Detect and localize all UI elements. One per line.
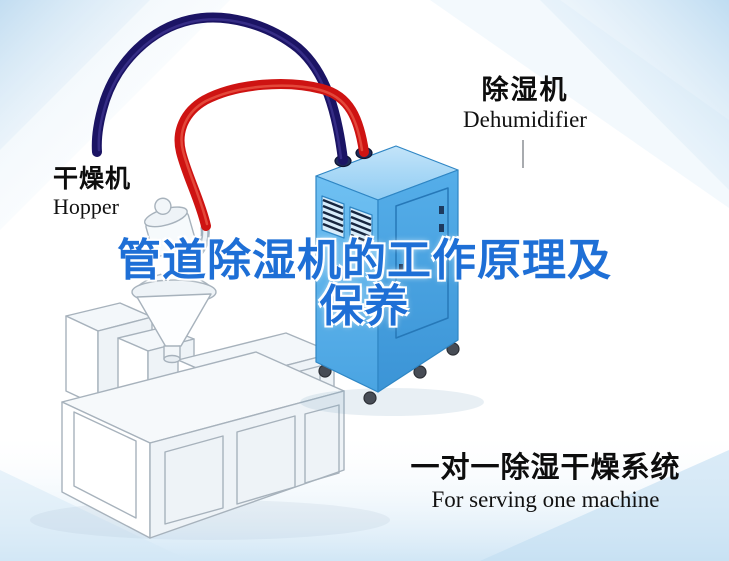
red-air-hose [174, 79, 369, 231]
hopper-label-block: 干燥机 Hopper [53, 165, 163, 220]
caption-cn: 一对一除湿干燥系统 [410, 452, 681, 484]
caster-wheels [318, 342, 460, 405]
dehumidifier-label-en: Dehumidifier [463, 107, 587, 133]
caption-block: 一对一除湿干燥系统 For serving one machine [378, 453, 713, 513]
hopper-label-en: Hopper [53, 194, 119, 220]
hopper-label-cn: 干燥机 [53, 165, 132, 193]
service-door [395, 187, 449, 339]
page-title-line1: 管道除湿机的工作原理及 [117, 236, 612, 285]
page-title-line2: 保养 [319, 282, 410, 331]
dehumidifier-label-block: 除湿机 Dehumidifier [450, 76, 600, 132]
blue-air-hose [91, 12, 348, 165]
vent-grille [321, 195, 373, 250]
extruder-machine [30, 302, 390, 540]
dehumidifier-label-cn: 除湿机 [481, 75, 569, 105]
caption-en: For serving one machine [431, 487, 660, 513]
page-title: 管道除湿机的工作原理及 保养 [0, 238, 729, 330]
hopper-dryer [131, 197, 217, 364]
dehumidifier-machine [300, 145, 484, 416]
